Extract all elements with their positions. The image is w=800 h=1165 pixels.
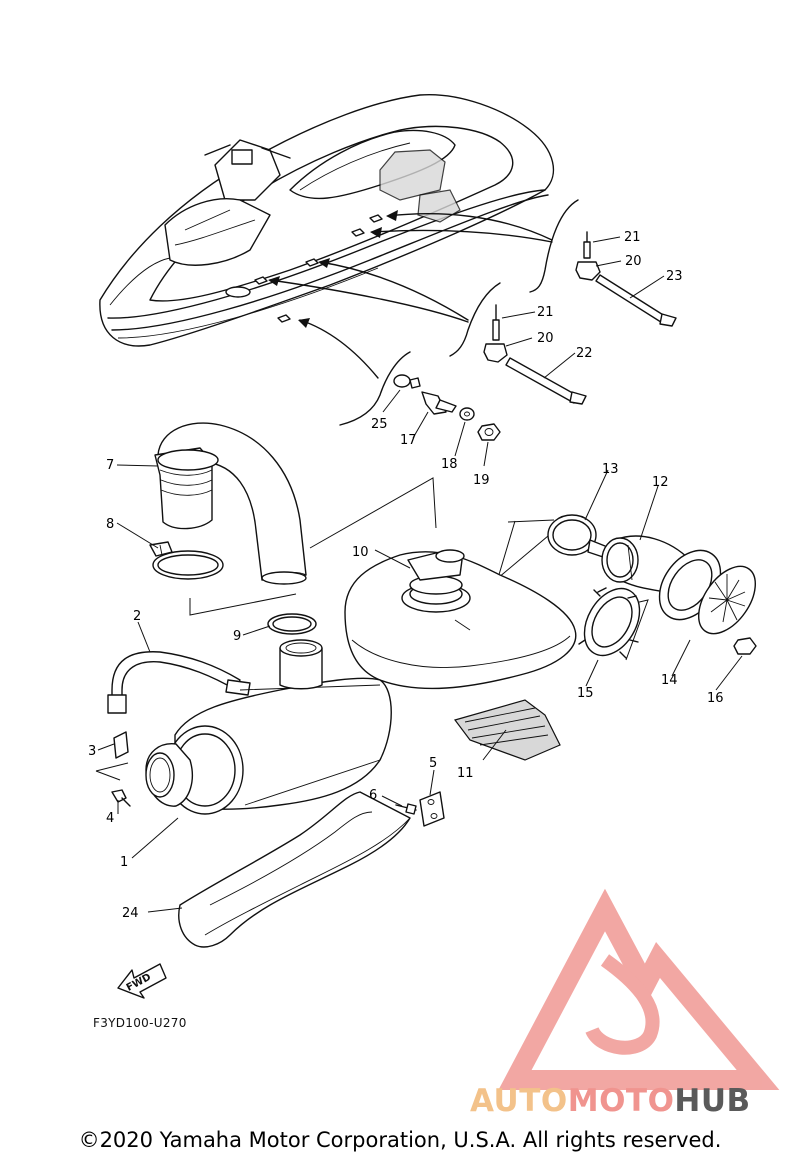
hardware-set-middle <box>393 374 501 441</box>
callout-14: 14 <box>661 673 678 688</box>
callout-19: 19 <box>473 473 490 488</box>
callout-13: 13 <box>602 462 619 477</box>
callout-25: 25 <box>371 417 388 432</box>
callout-9: 9 <box>233 629 241 644</box>
part-16-nut <box>733 637 757 655</box>
part-5-plate <box>419 791 445 827</box>
callout-17: 17 <box>400 433 417 448</box>
callout-leaders <box>97 236 743 913</box>
watermark-text: AUTOMOTOHUB <box>470 1083 751 1119</box>
callout-23: 23 <box>666 269 683 284</box>
part-7-exhaust-elbow-pipe <box>154 422 307 585</box>
callout-15: 15 <box>577 686 594 701</box>
part-11-pad <box>453 699 561 761</box>
callout-5: 5 <box>429 756 437 771</box>
callout-4: 4 <box>106 811 114 826</box>
part-14-gasket-plates <box>658 549 756 635</box>
callout-3: 3 <box>88 744 96 759</box>
part-2-strap <box>107 651 251 714</box>
part-10-water-lock <box>344 549 577 690</box>
callout-10: 10 <box>352 545 369 560</box>
callout-labels: 21 20 23 21 20 22 25 17 18 19 7 8 13 12 … <box>88 230 724 921</box>
callout-20a: 20 <box>625 254 642 269</box>
automotohub-logo <box>498 888 780 1090</box>
watermark-auto: AUTO <box>470 1083 568 1119</box>
part-13-hose-clamp <box>547 514 611 559</box>
watermark-moto: MOTO <box>567 1083 675 1119</box>
part-3-bracket <box>113 731 129 759</box>
copyright-notice: ©2020 Yamaha Motor Corporation, U.S.A. A… <box>78 1128 722 1152</box>
callout-21a: 21 <box>624 230 641 245</box>
callout-1: 1 <box>120 855 128 870</box>
callout-20b: 20 <box>537 331 554 346</box>
callout-22: 22 <box>576 346 593 361</box>
callout-21b: 21 <box>537 305 554 320</box>
part-24-tray <box>178 791 411 948</box>
part-1-muffler <box>145 639 392 815</box>
callout-12: 12 <box>652 475 669 490</box>
callout-8: 8 <box>106 517 114 532</box>
callout-2: 2 <box>133 609 141 624</box>
watercraft-hull-illustration <box>99 93 555 347</box>
part-9-clamp-ring <box>267 613 317 635</box>
part-4-bolt <box>111 789 131 807</box>
forward-direction-indicator: FWD <box>117 963 167 999</box>
part-8-hose-clamp <box>149 541 224 580</box>
callout-24: 24 <box>122 906 139 921</box>
diagram-code: F3YD100-U270 <box>93 1016 187 1030</box>
callout-7: 7 <box>106 458 114 473</box>
hardware-set-upper <box>483 231 677 405</box>
assembly-reference-lines <box>95 477 649 781</box>
callout-6: 6 <box>369 788 377 803</box>
callout-18: 18 <box>441 457 458 472</box>
callout-16: 16 <box>707 691 724 706</box>
watermark-hub: HUB <box>674 1083 751 1119</box>
part-15-flange <box>578 587 641 659</box>
part-6-bolt <box>395 803 417 815</box>
mount-location-arrows <box>268 199 579 426</box>
callout-11: 11 <box>457 766 474 781</box>
